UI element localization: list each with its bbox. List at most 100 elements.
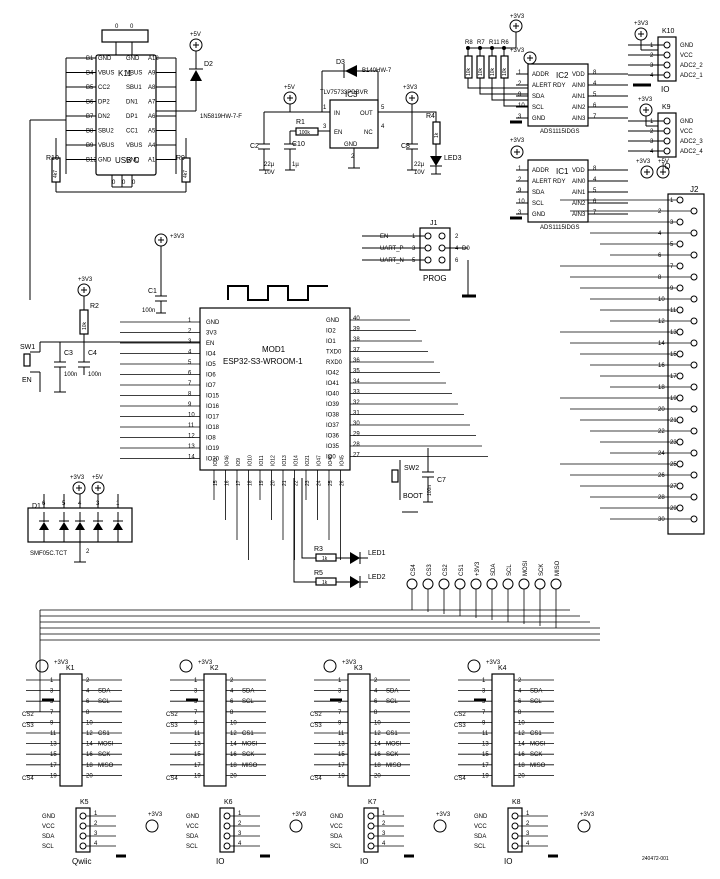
connector-pin-sig: VCC: [186, 824, 199, 830]
adc-pin-num: 2: [518, 81, 522, 87]
usb-pin-num: B6: [86, 100, 94, 106]
connector-pin-num: 19: [50, 773, 57, 779]
connector-label: IO: [216, 857, 224, 866]
mod1-pin-num: 22: [294, 480, 300, 486]
mod1-pin-right: IO35: [326, 444, 340, 450]
ic1-rail: +3V3: [510, 138, 525, 144]
connector-pin-num: 7: [482, 710, 486, 716]
connector-pin-num: 12: [230, 731, 237, 737]
mod1-pin-num: 19: [259, 480, 265, 486]
vcc-circle: [467, 659, 481, 673]
mod1-pin-left: IO8: [206, 436, 216, 442]
c1-rail: +3V3: [170, 234, 185, 240]
vcc-circle: [577, 819, 591, 833]
connector-pin-sig: VCC: [42, 824, 55, 830]
mod1-ref: MOD1: [262, 345, 286, 354]
ic2-rail: +3V3: [510, 48, 525, 54]
usb-ref: K11: [118, 69, 132, 78]
connector-ref: K7: [368, 799, 377, 806]
connector-pin-sig: SCL: [98, 699, 110, 705]
mod1-pin-num: 26: [340, 480, 346, 486]
connector-pin-num: 15: [482, 752, 489, 758]
connector-pin-sig: GND: [474, 814, 488, 820]
connector-pin-num: 2: [374, 678, 378, 684]
status-leds: R3 1k LED1 R5 1k LED2: [293, 478, 386, 588]
adc-pin-left: ALERT RDY: [532, 83, 565, 89]
connector-pin-sig: SDA: [474, 834, 486, 840]
usb-right-pins: A12GNDA9VBUSA8SBU1A7DN1A6DP1A5CC1A4VBUSA…: [126, 56, 176, 164]
connector-pin-sig: CS3: [310, 723, 322, 729]
j2-pin-num: 30: [658, 517, 665, 523]
connector-label: IO: [504, 857, 512, 866]
c8-value: 22µ: [414, 162, 425, 168]
adc-pin-num: 6: [593, 103, 597, 109]
adc-pin-num: 4: [593, 81, 597, 87]
d1-rail-3v3: +3V3: [70, 475, 85, 481]
usb-pin-sig: GND: [98, 158, 112, 164]
j2-pin-num: 2: [658, 209, 662, 215]
pin-num: 3: [650, 63, 654, 69]
vcc-circle: [179, 659, 193, 673]
connector-pin-num: 4: [238, 841, 242, 847]
connector-pin-num: 2: [238, 821, 242, 827]
j1-pin-sig: UART_N: [380, 258, 404, 264]
connector-pin-sig: CS4: [310, 776, 322, 782]
connector-pin-sig: CS2: [166, 712, 178, 718]
connector-rail: +3V3: [342, 660, 357, 666]
j2-pin-num: 18: [658, 385, 665, 391]
mod1-pin-left: IO6: [206, 373, 216, 379]
connector-pin-num: 2: [518, 678, 522, 684]
mod1-pin-num: 32: [353, 400, 360, 406]
d3-ref: D3: [336, 59, 345, 66]
c8-ref: C8: [401, 143, 410, 150]
connector-pin-num: 3: [482, 689, 486, 695]
r3-value: 1k: [322, 556, 328, 562]
connector-pin-num: 3: [338, 689, 342, 695]
mod1-pin-num: 5: [188, 360, 192, 366]
mod1-pin-num: 29: [353, 432, 360, 438]
vcc-circle: [35, 659, 49, 673]
connector-pin-num: 2: [94, 821, 98, 827]
connector-pin-num: 18: [518, 763, 525, 769]
j1-pin-num: 4: [455, 246, 459, 252]
pullup-ref: R8: [465, 40, 473, 46]
connector-pin-num: 7: [338, 710, 342, 716]
adc-pin-right: AIN3: [572, 212, 586, 218]
connector-pin-num: 19: [194, 773, 201, 779]
connector-pin-num: 2: [526, 821, 530, 827]
j2-pin-num: 15: [670, 352, 677, 358]
adc-pin-num: 7: [593, 114, 597, 120]
adc-pin-num: 5: [593, 92, 597, 98]
mod1-pin-num: 4: [188, 350, 192, 356]
led3-ref: LED3: [444, 155, 462, 162]
adc-pin-left: ADDR: [532, 168, 550, 174]
connector-pin-num: 4: [518, 689, 522, 695]
testpoint-label: CS3: [427, 564, 433, 576]
k10-rail: +3V3: [634, 21, 649, 27]
testpoint-label: +3V3: [475, 561, 481, 576]
connector-pin-sig: MISO: [530, 763, 546, 769]
pullup-ref: R7: [477, 40, 485, 46]
k9-rail: +3V3: [638, 97, 653, 103]
connector-pin-num: 16: [230, 752, 237, 758]
usb-pin-sig: VBUS: [98, 71, 114, 77]
connector-pin-num: 3: [382, 831, 386, 837]
mod1-pin-num: 6: [188, 371, 192, 377]
testpoint-label: CS1: [459, 564, 465, 576]
j2-pin-num: 11: [670, 308, 677, 314]
connector-pin-num: 15: [50, 752, 57, 758]
mod1-pin-num: 34: [353, 379, 360, 385]
mod1-pin-bottom: IO11: [259, 455, 265, 466]
ic3-ref: IC3: [345, 90, 358, 99]
connector-pin-sig: MISO: [242, 763, 258, 769]
connector-pin-num: 1: [238, 811, 242, 817]
adc-pin-right: AIN3: [572, 116, 586, 122]
connector-body: [75, 807, 91, 853]
connector-pin-sig: SCL: [186, 844, 198, 850]
mod1-pin-left: 3V3: [206, 331, 217, 337]
connector-pin-num: 5: [194, 699, 198, 705]
ic3-part: TLV75733PDBVR: [320, 90, 369, 96]
connector-pin-num: 19: [338, 773, 345, 779]
connector-pin-sig: SCL: [386, 699, 398, 705]
